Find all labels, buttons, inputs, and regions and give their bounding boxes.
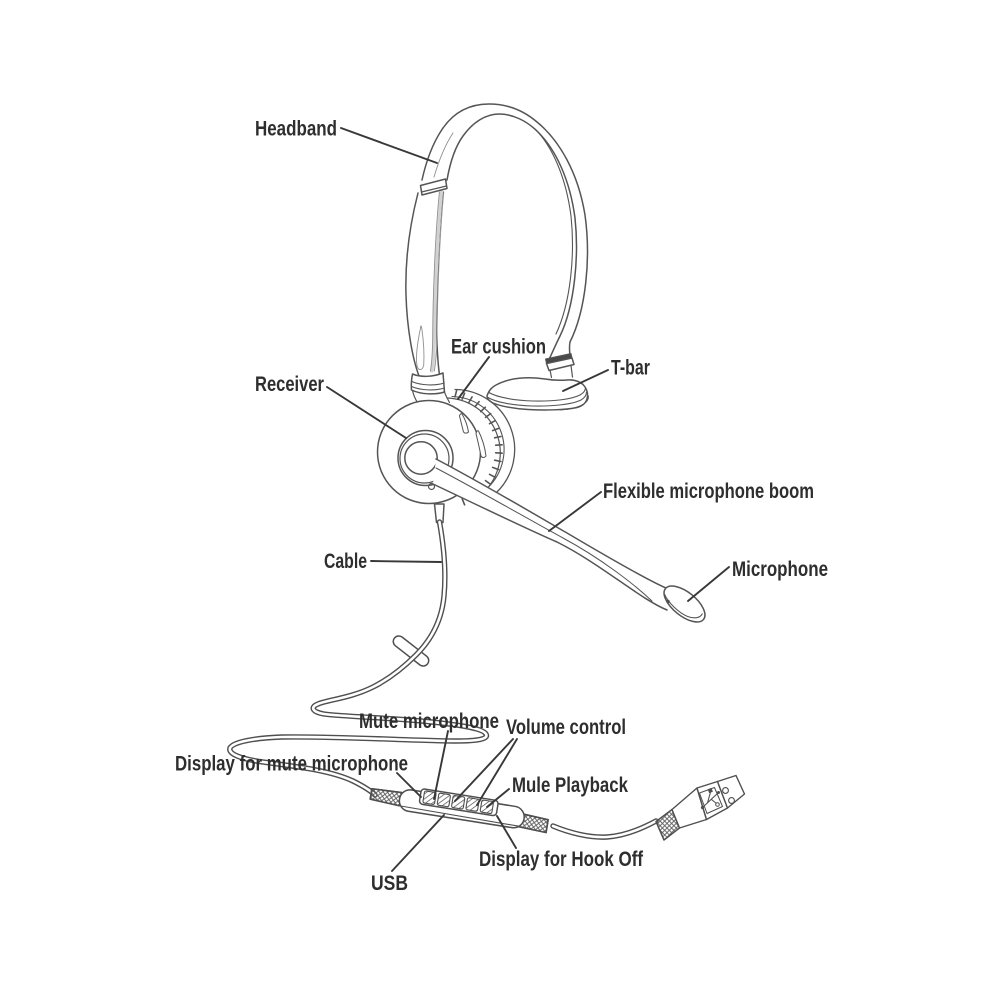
- svg-text:Flexible microphone boom: Flexible microphone boom: [603, 480, 814, 503]
- svg-text:Receiver: Receiver: [255, 373, 324, 396]
- svg-text:Mute microphone: Mute microphone: [359, 710, 499, 733]
- svg-text:Display for Hook Off: Display for Hook Off: [479, 848, 644, 871]
- svg-text:USB: USB: [371, 872, 408, 895]
- svg-text:Cable: Cable: [324, 550, 367, 573]
- svg-text:T-bar: T-bar: [611, 357, 650, 380]
- svg-text:Microphone: Microphone: [732, 558, 828, 581]
- svg-text:Ear cushion: Ear cushion: [451, 336, 546, 359]
- svg-text:Headband: Headband: [255, 118, 337, 141]
- svg-text:Volume control: Volume control: [506, 716, 626, 739]
- svg-text:Mule Playback: Mule Playback: [512, 774, 628, 797]
- svg-text:Display for mute microphone: Display for mute microphone: [175, 753, 408, 776]
